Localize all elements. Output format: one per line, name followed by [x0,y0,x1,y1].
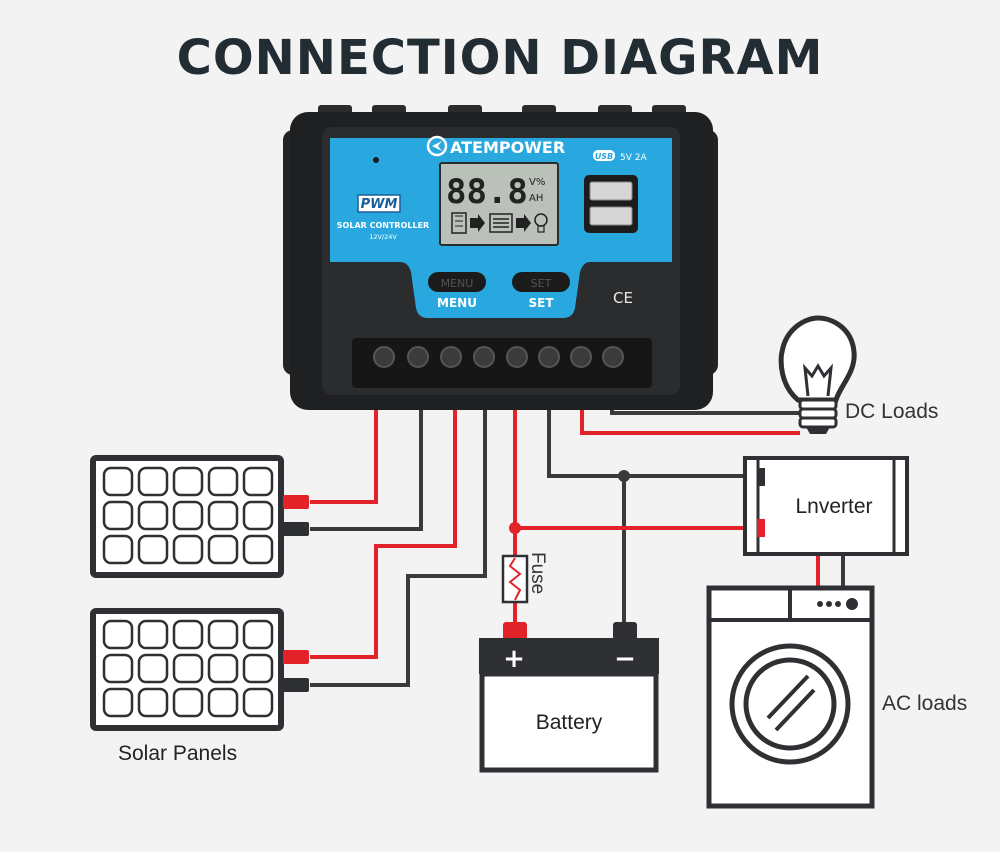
panel2-negative-connector [283,678,309,692]
usb-badge: USB [595,152,613,161]
solar-charge-controller: ATEMPOWER PWM SOLAR CONTROLLER 12V/24V 8… [283,105,718,410]
solar-panel-2 [90,608,309,731]
inverter [743,456,909,556]
lcd-flow-icons [451,212,548,234]
lcd-reading: 88.8 [446,172,528,212]
junction-negative [618,470,630,482]
inverter-positive-terminal [757,519,765,537]
ce-mark: CE [613,289,633,307]
panel2-negative-wire [310,398,487,687]
battery-positive-terminal [503,622,527,640]
menu-button-print: MENU [441,277,474,290]
battery-label: Battery [536,711,603,734]
lcd-units-bottom: AH [529,193,543,204]
junction-positive [509,522,521,534]
inverter-label: Lnverter [795,495,872,518]
panel1-positive-wire [310,398,378,504]
page-title: CONNECTION DIAGRAM [176,30,824,86]
menu-label: MENU [437,296,477,310]
lcd-units-top: V% [529,177,545,188]
set-label: SET [528,296,554,310]
battery-negative-wire [547,398,626,626]
solar-panel-1 [90,455,309,578]
status-led [373,157,379,163]
panel1-negative-connector [283,522,309,536]
fuse [501,554,529,604]
model-label: SOLAR CONTROLLER [337,221,429,230]
panel1-negative-wire [310,398,423,531]
pwm-label: PWM [361,197,398,212]
fuse-label: Fuse [527,552,548,594]
battery: + − [479,622,659,773]
atempower-logo-icon [426,135,448,157]
washing-machine-icon [706,585,875,809]
voltage-label: 12V/24V [369,233,397,241]
set-button[interactable] [512,272,570,292]
inverter-negative-terminal [757,468,765,486]
usb-port-1[interactable] [589,181,633,201]
terminal-screws [373,346,624,368]
panel1-positive-connector [283,495,309,509]
panel2-positive-wire [310,398,457,659]
menu-button[interactable] [428,272,486,292]
panel2-positive-connector [283,650,309,664]
usb-rating: 5V 2A [620,153,647,163]
battery-negative-terminal [613,622,637,640]
solar-panels-label: Solar Panels [118,742,238,765]
battery-plus-sign: + [503,644,525,674]
wires [310,398,845,687]
light-bulb-icon [778,315,857,434]
ac-loads-label: AC loads [882,692,968,715]
brand-name: ATEMPOWER [450,138,565,157]
set-button-print: SET [531,277,552,290]
dc-loads-label: DC Loads [845,400,939,423]
usb-port-2[interactable] [589,206,633,226]
battery-minus-sign: − [614,644,636,674]
